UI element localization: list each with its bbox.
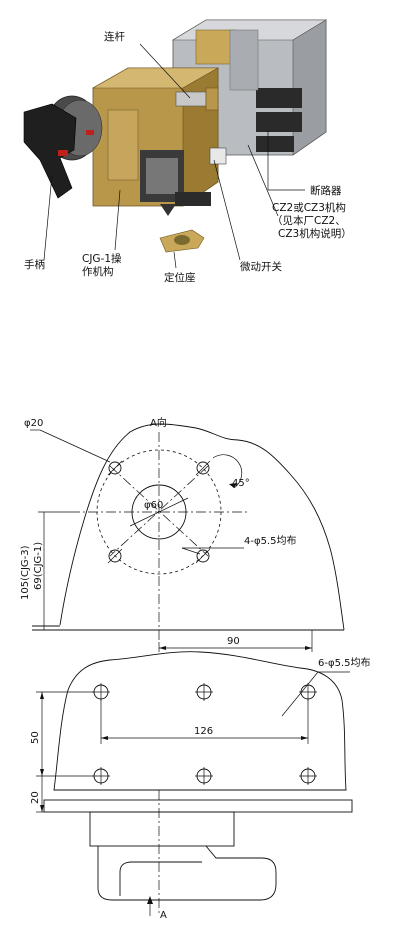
side-view: φ20 A向 45° φ60 4-φ5.5均布 105(CJG-3) 69(CJ… <box>20 416 345 652</box>
label-dim-20: 20 <box>30 791 41 804</box>
label-base: 定位座 <box>164 271 196 284</box>
positioning-base <box>159 229 205 253</box>
linkage-shaft <box>175 87 219 111</box>
label-linkage: 连杆 <box>104 30 125 43</box>
plan-view-body <box>89 811 235 847</box>
label-a-direction-bottom: A <box>160 910 167 921</box>
photo-leaders <box>43 43 305 269</box>
center-bore-phi60 <box>131 484 187 540</box>
bolt-circle <box>96 449 222 575</box>
label-dim-50: 50 <box>30 731 41 744</box>
side-view-outline <box>59 423 345 631</box>
label-45-degrees: 45° <box>232 478 250 489</box>
micro-switch <box>209 147 227 165</box>
label-cjg-1: CJG-1操 <box>82 252 122 265</box>
label-handle: 手柄 <box>24 258 45 271</box>
plan-view-handle <box>97 845 277 901</box>
label-a-direction-top: A向 <box>150 416 167 429</box>
label-breaker: 断路器 <box>310 184 342 197</box>
side-holes <box>107 460 211 564</box>
label-mechanism-3: CZ3机构说明） <box>278 227 352 240</box>
label-6-holes: 6-φ5.5均布 <box>318 657 370 669</box>
label-micro-switch: 微动开关 <box>240 260 282 273</box>
handle-assembly <box>23 95 103 199</box>
label-4-holes: 4-φ5.5均布 <box>244 535 296 547</box>
plan-holes <box>92 683 317 785</box>
cjg-mechanism <box>91 67 220 216</box>
label-height-2: 69(CJG-1) <box>33 542 44 590</box>
label-phi60: φ60 <box>144 500 163 511</box>
label-height-1: 105(CJG-3) <box>20 545 31 600</box>
label-mechanism-1: CZ2或CZ3机构 <box>272 201 346 214</box>
plan-view-outline <box>53 651 347 791</box>
product-photo: 连杆 断路器 CZ2或CZ3机构 （见本厂CZ2、 CZ3机构说明） 手柄 CJ… <box>23 19 352 284</box>
plan-view-plate <box>43 799 353 813</box>
label-phi20: φ20 <box>24 418 43 429</box>
label-dim-90: 90 <box>227 636 240 647</box>
label-mechanism-2: （见本厂CZ2、 <box>272 214 346 227</box>
plan-view: A 6-φ5.5均布 126 50 20 <box>30 651 370 921</box>
label-cjg-2: 作机构 <box>82 265 114 278</box>
label-dim-126: 126 <box>194 726 213 737</box>
